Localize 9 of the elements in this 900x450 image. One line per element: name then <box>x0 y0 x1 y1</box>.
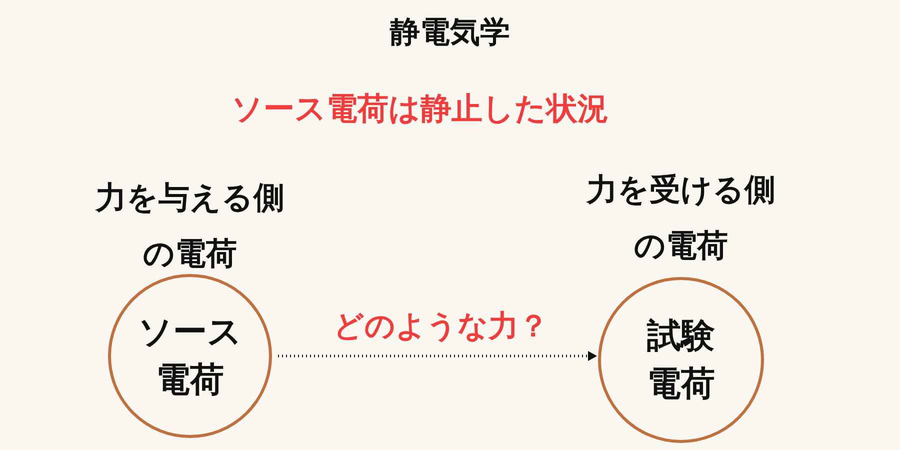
charge-circle <box>598 277 764 443</box>
charge-circle <box>108 274 272 438</box>
arrow <box>278 351 597 361</box>
side-caption: 力を受ける側の電荷 <box>585 171 776 266</box>
title: 静電気学 <box>388 14 511 52</box>
charge-label: ソース電荷 <box>137 311 243 402</box>
charge-label: 試験電荷 <box>646 315 716 406</box>
subtitle: ソース電荷は静止した状況 <box>230 90 610 129</box>
side-caption: 力を与える側の電荷 <box>94 179 286 274</box>
